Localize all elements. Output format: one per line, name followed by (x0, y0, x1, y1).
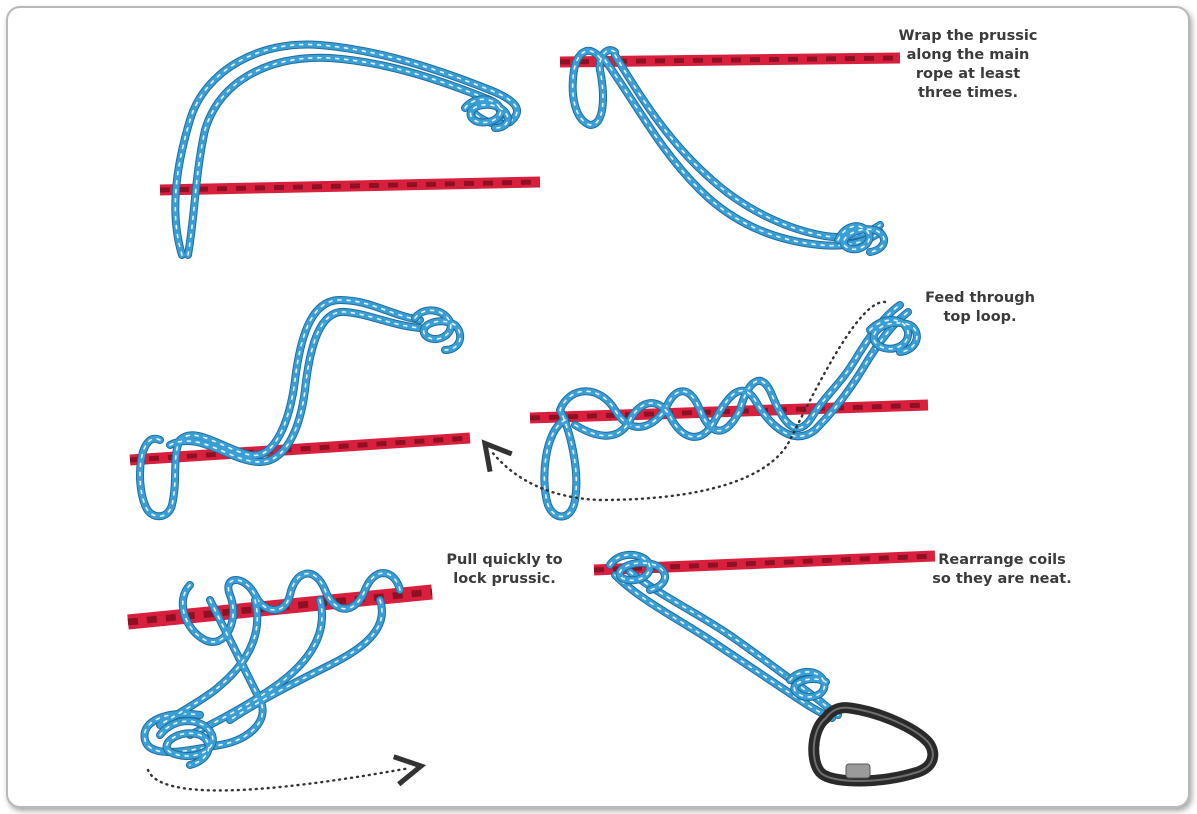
prussik-knot-coil (415, 310, 460, 350)
main-rope (160, 182, 540, 190)
step-4-illustration (492, 302, 928, 517)
step-6-illustration (594, 555, 935, 781)
main-rope (560, 58, 900, 62)
main-rope (530, 405, 928, 418)
caption-rearrange-coils: Rearrange coils so they are neat. (922, 551, 1082, 589)
step-3-illustration (130, 300, 470, 516)
prussik-fleck (175, 44, 517, 255)
step-5-illustration (128, 573, 432, 790)
dotted-arrow (148, 768, 410, 790)
caption-wrap-prussic: Wrap the prussic along the main rope at … (878, 27, 1058, 103)
prussik-knot-coil (465, 99, 508, 128)
prussik-loop (573, 50, 880, 245)
prussik-strand (140, 300, 420, 516)
carabiner-gate (846, 764, 870, 778)
caption-feed-through: Feed through top loop. (905, 289, 1055, 327)
carabiner-icon (814, 708, 933, 781)
prussik-fleck (140, 300, 420, 516)
step-2-illustration (560, 50, 900, 252)
prussik-knot-coil (160, 721, 213, 765)
prussik-strand (175, 44, 517, 255)
step-1-illustration (160, 44, 540, 255)
prussik-loop (140, 300, 420, 516)
prussik-strand (188, 58, 500, 255)
caption-pull-quickly: Pull quickly to lock prussic. (437, 551, 572, 589)
prussik-loop (175, 44, 517, 255)
